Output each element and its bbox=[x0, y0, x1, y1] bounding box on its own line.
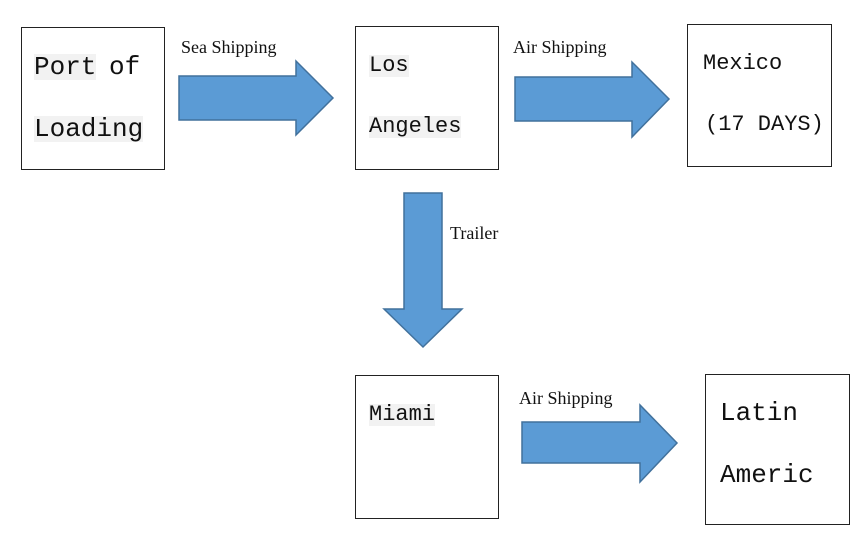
los-angeles-box bbox=[355, 26, 499, 170]
air-shipping-mexico-arrow bbox=[514, 60, 671, 139]
mexico-box bbox=[687, 24, 832, 167]
trailer-arrow bbox=[382, 192, 464, 349]
los-angeles-line1: Los bbox=[369, 53, 409, 78]
port-of-loading-box bbox=[21, 27, 165, 170]
port-of-loading-line2: of bbox=[109, 52, 141, 82]
los-angeles-line2: Angeles bbox=[369, 114, 462, 139]
latin-america-line2: Americ bbox=[720, 460, 814, 490]
air-shipping-mexico-label: Air Shipping bbox=[513, 37, 607, 57]
latin-america-line1: Latin bbox=[720, 398, 799, 428]
port-of-loading-line3: Loading bbox=[34, 114, 144, 144]
port-of-loading-line1: Port bbox=[34, 52, 97, 82]
mexico-line1: Mexico bbox=[703, 51, 783, 76]
trailer-label: Trailer bbox=[450, 223, 499, 243]
mexico-line2: (17 DAYS) bbox=[705, 112, 824, 137]
miami-line1: Miami bbox=[369, 402, 436, 427]
sea-shipping-label: Sea Shipping bbox=[181, 37, 277, 57]
latin-america-box bbox=[705, 374, 850, 525]
air-shipping-latin-label: Air Shipping bbox=[519, 388, 613, 408]
air-shipping-latin-arrow bbox=[521, 403, 679, 484]
sea-shipping-arrow bbox=[178, 59, 335, 137]
miami-box bbox=[355, 375, 499, 519]
